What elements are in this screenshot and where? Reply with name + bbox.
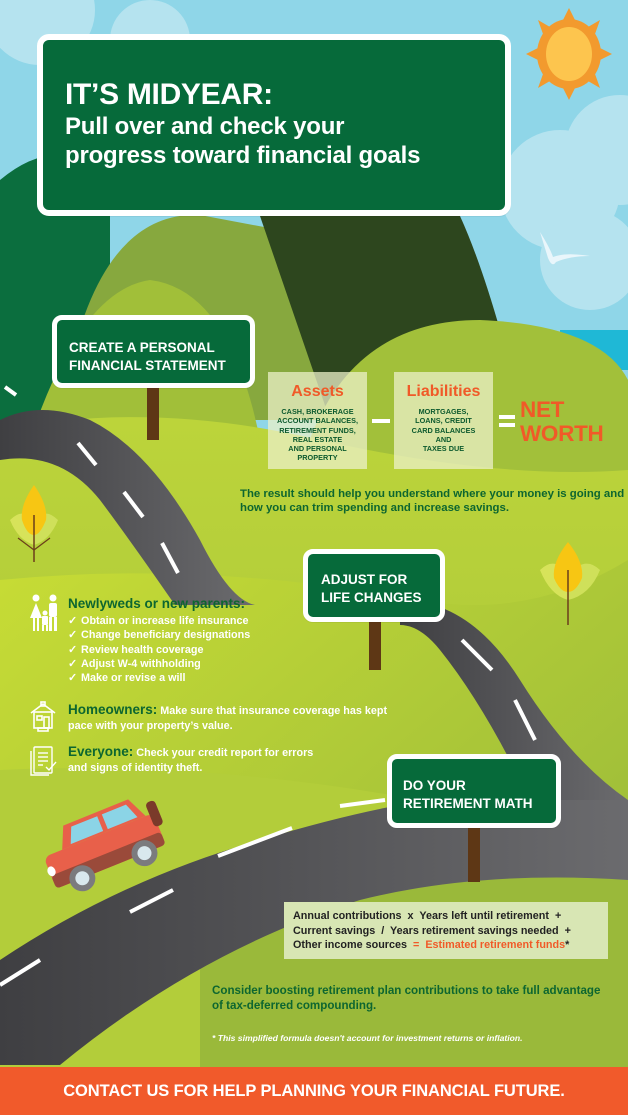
list-item: ✓Change beneficiary designations	[68, 629, 251, 642]
assets-box: Assets CASH, BROKERAGE ACCOUNT BALANCES,…	[268, 372, 367, 469]
sign-financial-statement: CREATE A PERSONAL FINANCIAL STATEMENT	[52, 315, 255, 388]
contact-cta-banner[interactable]: CONTACT US FOR HELP PLANNING YOUR FINANC…	[0, 1067, 628, 1115]
everyone-label: Everyone:	[68, 744, 134, 759]
checkmark-icon: ✓	[68, 672, 78, 685]
house-icon	[30, 701, 56, 732]
liabilities-box: Liabilities MORTGAGES, LOANS, CREDIT CAR…	[394, 372, 493, 469]
formula-result: = Estimated retirement funds	[413, 939, 566, 951]
list-item: ✓Adjust W-4 withholding	[68, 657, 201, 670]
assets-list: CASH, BROKERAGE ACCOUNT BALANCES, RETIRE…	[276, 407, 359, 463]
sign-retirement-math: DO YOUR RETIREMENT MATH	[387, 754, 561, 828]
formula-line: Other income sources = Estimated retirem…	[293, 939, 570, 951]
tree-left	[10, 485, 58, 562]
newlyweds-checklist: ✓Obtain or increase life insurance ✓Chan…	[68, 614, 250, 685]
checkmark-icon: ✓	[68, 643, 78, 656]
checkmark-icon: ✓	[68, 657, 78, 670]
formula-line: Annual contributions x Years left until …	[293, 910, 562, 922]
retirement-advice: Consider boosting retirement plan contri…	[212, 984, 601, 1012]
sign-text: ADJUST FOR	[321, 572, 408, 587]
homeowners-label: Homeowners:	[68, 702, 158, 717]
sign-post	[468, 828, 480, 882]
sign-life-changes: ADJUST FOR LIFE CHANGES	[303, 549, 445, 622]
bird	[540, 232, 590, 265]
homeowners-tip: Homeowners: Make sure that insurance cov…	[68, 702, 388, 732]
equals-sign	[499, 415, 515, 427]
liabilities-heading: Liabilities	[406, 383, 481, 400]
sign-text: DO YOUR	[403, 778, 466, 793]
road-segment	[0, 410, 255, 605]
page-subtitle-line-1: Pull over and check your	[65, 113, 345, 140]
checkmark-icon: ✓	[68, 615, 78, 627]
family-icon	[30, 594, 57, 631]
sun-icon	[526, 8, 612, 100]
sign-text: FINANCIAL STATEMENT	[69, 358, 226, 373]
minus-sign	[372, 419, 390, 423]
sign-text: CREATE A PERSONAL	[69, 340, 215, 355]
formula-line: Current savings / Years retirement savin…	[293, 924, 571, 937]
sign-post	[369, 622, 381, 670]
sign-text: LIFE CHANGES	[321, 590, 422, 605]
liabilities-list: MORTGAGES, LOANS, CREDIT CARD BALANCES A…	[411, 407, 476, 454]
page-subtitle-line-2: progress toward financial goals	[65, 142, 421, 169]
net-worth-description: The result should help you understand wh…	[240, 488, 625, 514]
newlyweds-section: Newlyweds or new parents: ✓Obtain or inc…	[68, 596, 250, 685]
footnote: * This simplified formula doesn't accoun…	[212, 1033, 523, 1043]
retirement-formula-box: Annual contributions x Years left until …	[284, 902, 608, 959]
tree-right	[540, 542, 600, 625]
page-title: IT’S MIDYEAR:	[65, 78, 273, 111]
everyone-tip: Everyone: Check your credit report for e…	[68, 744, 314, 774]
checklist-document-icon	[30, 746, 57, 776]
lane-markings	[0, 385, 537, 987]
car-icon	[45, 799, 165, 892]
net-worth-label: NET WORTH	[520, 397, 604, 446]
checkmark-icon: ✓	[68, 629, 78, 642]
list-item: ✓Obtain or increase life insurance	[68, 615, 249, 627]
sign-post	[147, 388, 159, 440]
sign-text: RETIREMENT MATH	[403, 796, 533, 811]
assets-heading: Assets	[291, 383, 344, 400]
newlyweds-heading: Newlyweds or new parents:	[68, 596, 246, 611]
list-item: ✓Make or revise a will	[68, 672, 186, 685]
title-sign: IT’S MIDYEAR: Pull over and check your p…	[37, 34, 511, 216]
list-item: ✓Review health coverage	[68, 643, 204, 656]
